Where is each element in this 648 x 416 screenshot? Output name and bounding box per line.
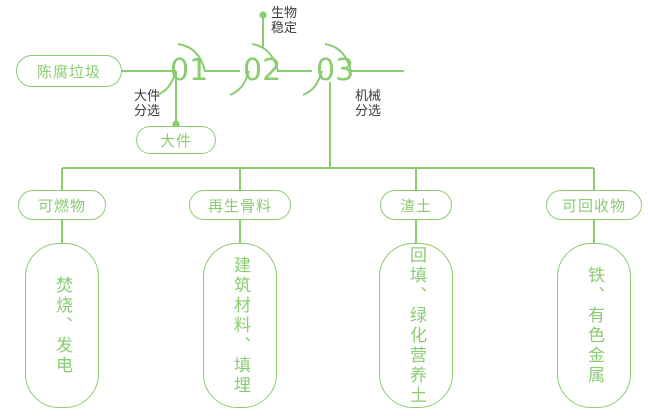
branch-pill-2-label: 再生骨料 (207, 196, 272, 215)
arc-01-lower (156, 70, 177, 96)
source-pill[interactable]: 陈腐垃圾 (16, 55, 122, 87)
stage-03-note: 机械 分选 (355, 89, 381, 119)
result-box-4[interactable]: 铁、有色金属 (557, 243, 631, 408)
branch-pill-4[interactable]: 可回收物 (546, 190, 642, 220)
stage-number-02: 02 (243, 53, 282, 88)
arc-02-upper (251, 43, 312, 72)
stage-number-01: 01 (170, 53, 209, 88)
arc-03-upper (324, 43, 404, 72)
stage-01-note: 大件 分选 (134, 89, 160, 119)
arc-01-upper (177, 43, 240, 72)
result-box-1-text: 焚烧、发电 (52, 275, 72, 376)
branch-pill-1[interactable]: 可燃物 (18, 190, 106, 220)
result-box-2-text: 建筑材料、填埋 (230, 255, 250, 396)
stage-02-note: 生物 稳定 (271, 6, 297, 36)
stage-number-03: 03 (316, 53, 355, 88)
result-box-4-text: 铁、有色金属 (584, 265, 604, 386)
stage-03-note-line-2: 分选 (355, 104, 382, 119)
result-box-3-text: 回填、绿化营养土 (406, 245, 426, 406)
result-box-3[interactable]: 回填、绿化营养土 (379, 243, 453, 408)
branch-pill-1-label: 可燃物 (37, 196, 86, 215)
stage-01-output-pill[interactable]: 大件 (136, 126, 216, 154)
arc-02-lower (229, 70, 250, 96)
branch-pill-4-label: 可回收物 (561, 196, 626, 215)
stage-03-note-line-1: 机械 (355, 89, 382, 104)
source-pill-label: 陈腐垃圾 (36, 62, 101, 81)
branch-pill-3[interactable]: 渣土 (380, 190, 452, 220)
dot-02-note (259, 11, 267, 19)
stage-01-note-line-1: 大件 (134, 89, 161, 104)
result-box-2[interactable]: 建筑材料、填埋 (203, 243, 277, 408)
arc-03-lower (302, 70, 323, 96)
result-box-1[interactable]: 焚烧、发电 (25, 243, 99, 408)
stage-01-output-label: 大件 (159, 131, 192, 150)
stage-02-note-line-2: 稳定 (271, 21, 298, 36)
branch-pill-2[interactable]: 再生骨料 (189, 190, 291, 220)
branch-pill-3-label: 渣土 (399, 196, 432, 215)
stage-02-note-line-1: 生物 (271, 6, 298, 21)
stage-01-note-line-2: 分选 (134, 104, 161, 119)
